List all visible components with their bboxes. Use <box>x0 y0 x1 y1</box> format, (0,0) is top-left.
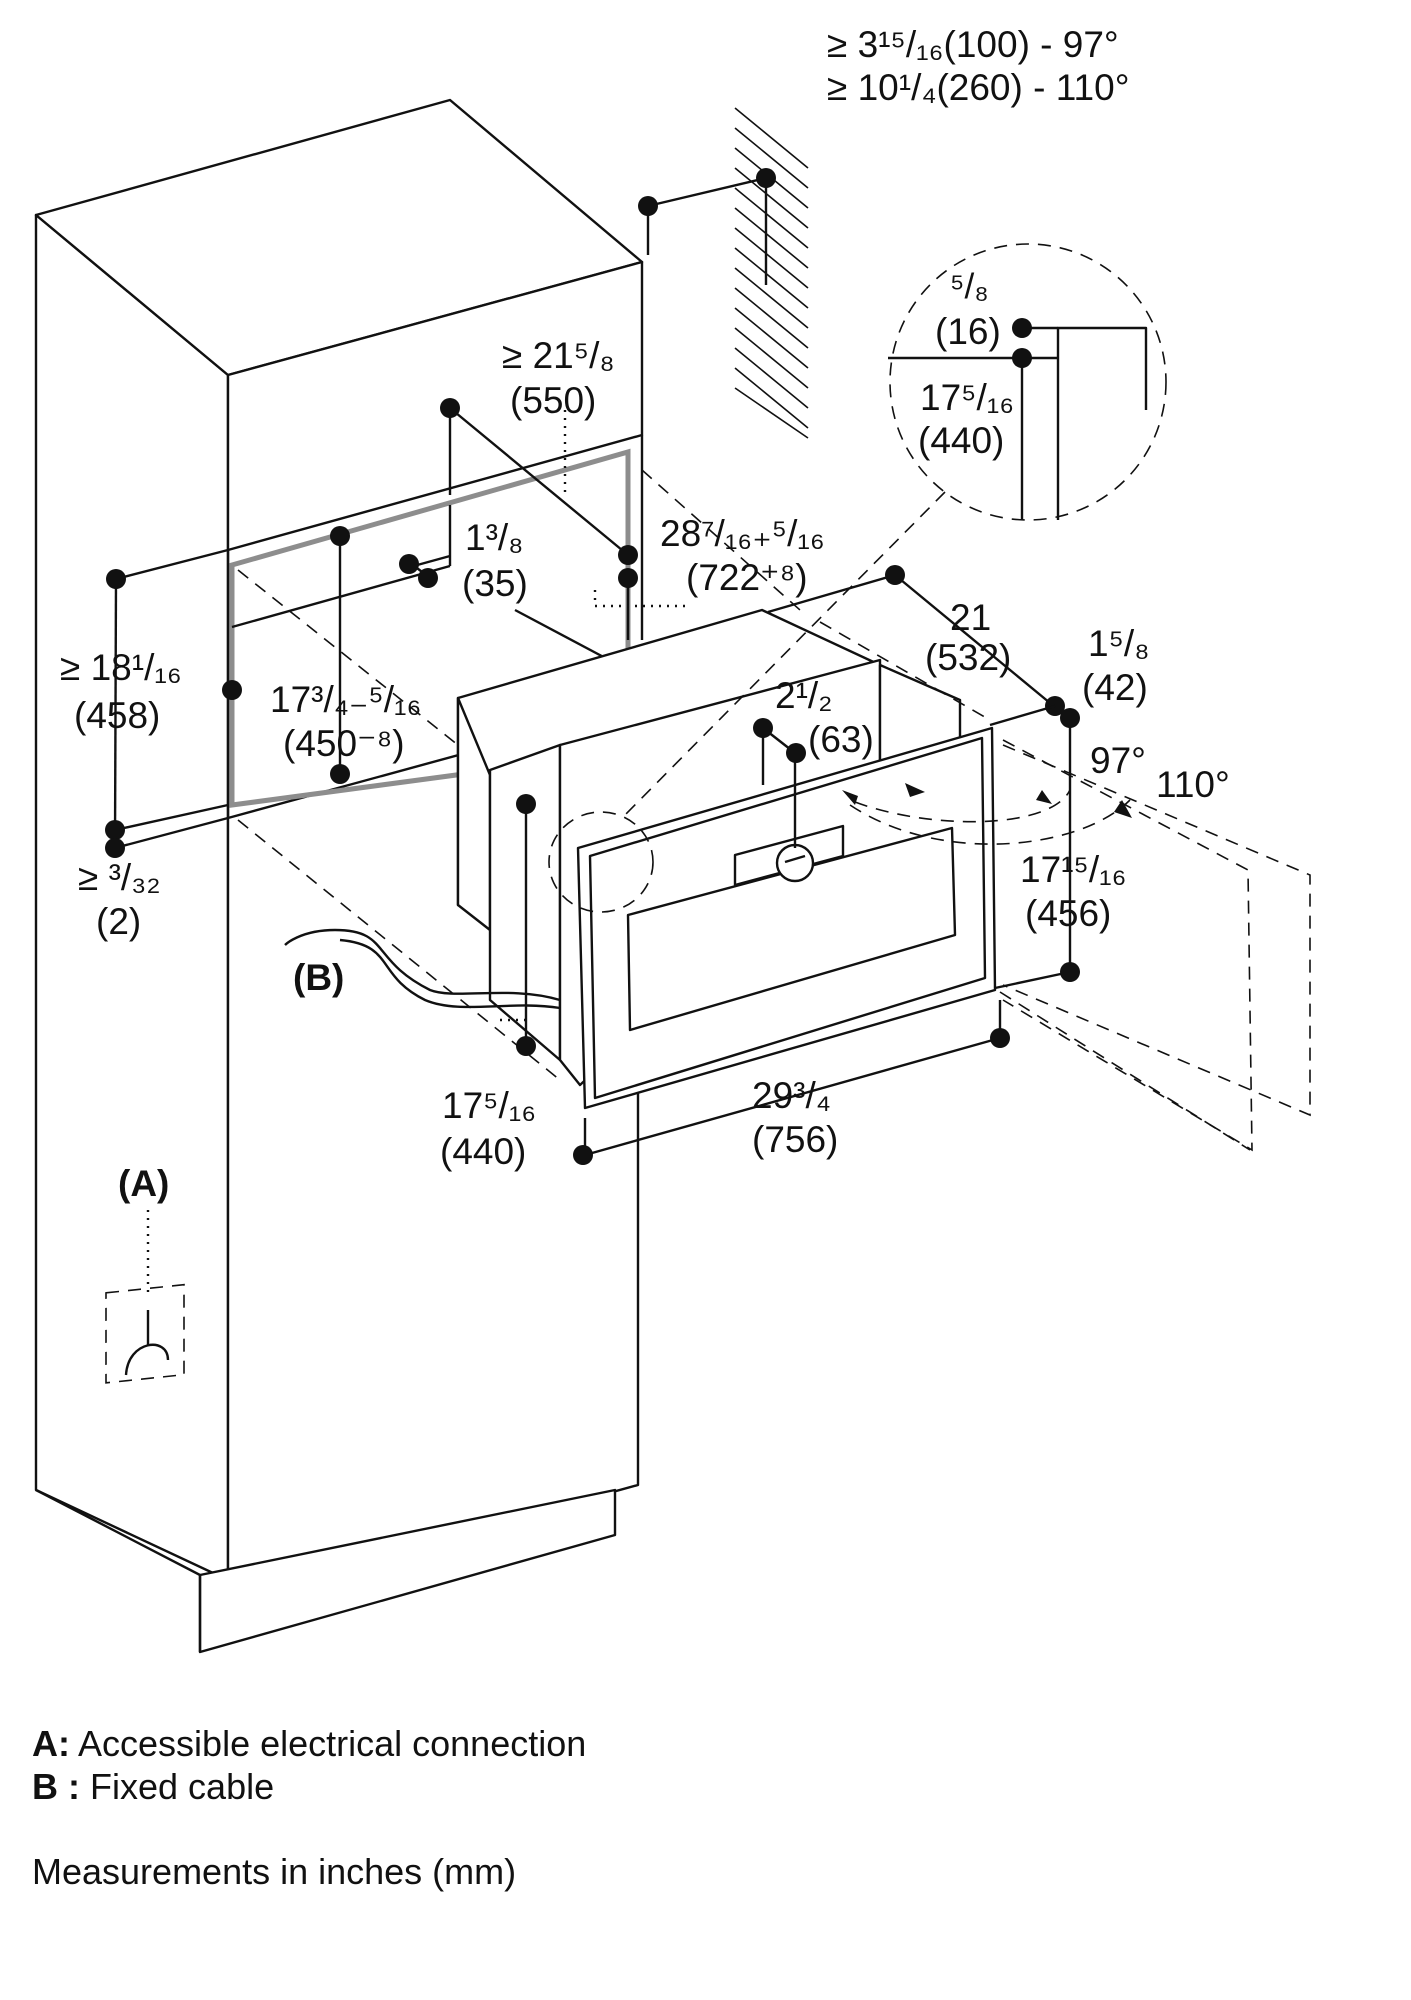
cable-label-b: (B) <box>293 957 344 998</box>
detail-callout <box>548 243 1167 913</box>
dimension-point <box>105 820 125 840</box>
legend-a-text: Accessible electrical connection <box>78 1723 587 1764</box>
dimension-point <box>1012 318 1032 338</box>
detail-top-inch: ⁵/₈ <box>950 267 989 306</box>
height-550-inch: ≥ 21⁵/₈ <box>502 335 615 376</box>
dimension-point <box>516 794 536 814</box>
width-756-mm: (756) <box>752 1119 838 1160</box>
dimension-point <box>786 743 806 763</box>
dimension-point <box>1060 962 1080 982</box>
depth-35-mm: (35) <box>462 563 528 604</box>
height-456-inch: 17¹⁵/₁₆ <box>1020 849 1127 890</box>
dimension-point <box>990 1028 1010 1048</box>
clearance-97-label: ≥ 3¹⁵/₁₆(100) - 97° <box>827 24 1119 65</box>
legend-b: B : Fixed cable <box>32 1765 274 1808</box>
dimension-point <box>756 168 776 188</box>
connection-label-a: (A) <box>118 1163 169 1204</box>
dimension-point <box>1012 348 1032 368</box>
height-456-mm: (456) <box>1025 893 1111 934</box>
legend-b-text: Fixed cable <box>90 1766 275 1807</box>
panel-63-mm: (63) <box>808 719 874 760</box>
dimension-point <box>638 196 658 216</box>
depth-532-mm: (532) <box>925 637 1011 678</box>
detail-side-mm: (440) <box>918 420 1004 461</box>
measurements-note: Measurements in inches (mm) <box>32 1851 517 1892</box>
detail-top-mm: (16) <box>935 311 1001 352</box>
dimension-point <box>618 545 638 565</box>
dimension-point <box>885 565 905 585</box>
dimension-point <box>222 680 242 700</box>
clearance-110-label: ≥ 10¹/₄(260) - 110° <box>827 67 1130 108</box>
dimension-point <box>105 838 125 858</box>
ventilation-grille <box>638 107 809 439</box>
legend-a: A: Accessible electrical connection <box>32 1722 586 1765</box>
legend-b-key: B : <box>32 1766 80 1807</box>
dimension-point <box>399 554 419 574</box>
height-458-inch: ≥ 18¹/₁₆ <box>60 647 182 688</box>
height-450-inch: 17³/₄₋⁵/₁₆ <box>270 679 421 720</box>
height-440-inch: 17⁵/₁₆ <box>442 1085 536 1126</box>
dimension-labels: ≥ 3¹⁵/₁₆(100) - 97° ≥ 10¹/₄(260) - 110° … <box>60 24 1230 1204</box>
height-450-mm: (450⁻⁸) <box>283 723 405 764</box>
panel-63-inch: 2¹/₂ <box>775 675 833 716</box>
gap-2-mm: (2) <box>96 901 141 942</box>
dimension-point <box>573 1145 593 1165</box>
width-722-mm: (722⁺⁸) <box>686 557 808 598</box>
tall-cabinet <box>34 98 644 1654</box>
dimension-point <box>516 1036 536 1056</box>
height-550-mm: (550) <box>510 380 596 421</box>
frame-42-mm: (42) <box>1082 667 1148 708</box>
angle-97-label: 97° <box>1090 740 1146 781</box>
depth-532-inch: 21 <box>950 597 991 638</box>
frame-42-inch: 1⁵/₈ <box>1088 623 1150 664</box>
dimension-point <box>440 398 460 418</box>
gap-2-inch: ≥ ³/₃₂ <box>78 857 161 898</box>
width-756-inch: 29³/₄ <box>752 1075 831 1116</box>
dimension-point <box>618 568 638 588</box>
dimension-lines <box>105 398 1251 1384</box>
height-440-mm: (440) <box>440 1131 526 1172</box>
legend-a-key: A: <box>32 1723 70 1764</box>
dimension-point <box>1060 708 1080 728</box>
dimension-point <box>106 569 126 589</box>
dimension-point <box>418 568 438 588</box>
dimension-point <box>330 526 350 546</box>
oven-appliance <box>284 608 997 1110</box>
depth-35-inch: 1³/₈ <box>465 517 524 558</box>
angle-110-label: 110° <box>1156 764 1230 805</box>
width-722-inch: 28⁷/₁₆₊⁵/₁₆ <box>660 513 825 554</box>
dimension-point <box>330 764 350 784</box>
height-458-mm: (458) <box>74 695 160 736</box>
detail-side-inch: 17⁵/₁₆ <box>920 377 1014 418</box>
door-swing-outline <box>842 739 1311 1152</box>
dimension-point <box>753 718 773 738</box>
